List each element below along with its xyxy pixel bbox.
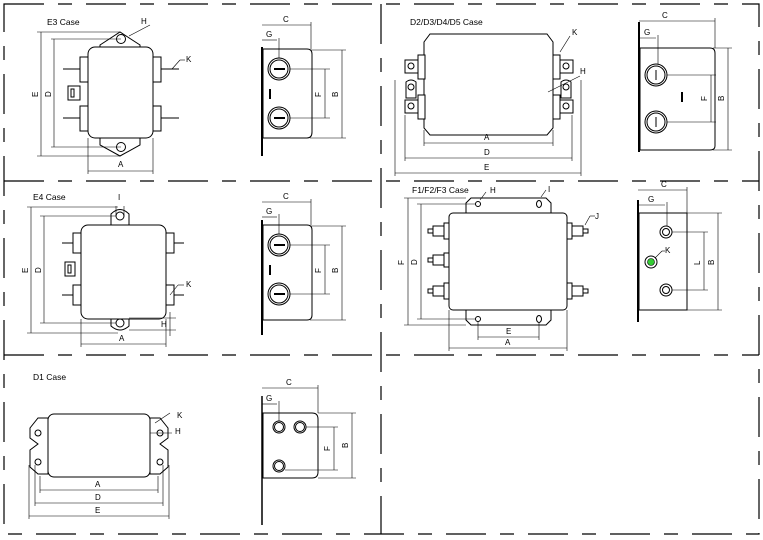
dim-label-g: G	[644, 28, 650, 37]
dim-label-h: H	[161, 320, 167, 329]
terminal-studs	[427, 222, 589, 300]
dim-label-h: H	[490, 186, 496, 195]
dim-label-k: K	[186, 55, 192, 64]
e4-case-side-view: C G F B	[261, 192, 346, 335]
dim-label-a: A	[95, 480, 101, 489]
dim-label-d: D	[95, 493, 101, 502]
dim-label-g: G	[266, 207, 272, 216]
grid-frame	[3, 3, 760, 535]
ground-terminal-green	[647, 258, 655, 266]
dim-label-f: F	[700, 96, 709, 101]
dim-label-a: A	[484, 133, 490, 142]
dim-label-d: D	[484, 148, 490, 157]
dim-label-b: B	[707, 260, 716, 265]
dim-label-f: F	[397, 260, 406, 265]
dim-label-l: L	[693, 260, 702, 265]
e3-case-side-view: C G F B	[261, 15, 346, 156]
dim-label-a: A	[118, 160, 124, 169]
dim-label-a: A	[119, 334, 125, 343]
dim-label-f: F	[314, 92, 323, 97]
dim-label-b: B	[331, 268, 340, 273]
dim-label-g: G	[266, 394, 272, 403]
dim-label-h: H	[141, 17, 147, 26]
e4-case-title: E4 Case	[33, 192, 66, 202]
d2-case-side-view: C G F B	[638, 11, 732, 152]
dim-label-e: E	[21, 268, 30, 273]
dim-label-d: D	[34, 267, 43, 273]
dim-label-c: C	[286, 378, 292, 387]
dim-label-b: B	[331, 92, 340, 97]
dim-label-c: C	[661, 180, 667, 189]
d2-case-title: D2/D3/D4/D5 Case	[410, 17, 483, 27]
dim-label-i: I	[548, 185, 550, 194]
f1-case-side-view: K C G L B	[637, 180, 722, 322]
dim-label-e: E	[95, 506, 100, 515]
dim-label-h: H	[580, 67, 586, 76]
dim-label-h: H	[175, 427, 181, 436]
dim-label-d: D	[410, 259, 419, 265]
dim-label-f: F	[314, 268, 323, 273]
f1-case-title: F1/F2/F3 Case	[412, 185, 469, 195]
d1-case-front-view: D1 Case K H A D E	[28, 372, 183, 519]
dim-label-f: F	[323, 446, 332, 451]
dim-label-i: I	[118, 193, 120, 202]
d1-case-side-view: C G F B	[261, 378, 356, 525]
e4-case-front-view: E4 Case I E D K H A	[21, 192, 192, 347]
dim-label-k: K	[177, 411, 183, 420]
dim-label-k: K	[572, 28, 578, 37]
d1-case-title: D1 Case	[33, 372, 66, 382]
dim-label-a: A	[505, 338, 511, 347]
dim-label-k: K	[665, 246, 671, 255]
dim-label-c: C	[662, 11, 668, 20]
e3-case-front-view: E3 Case H K E D A	[31, 17, 192, 174]
dim-label-e: E	[506, 327, 511, 336]
d2-case-front-view: D2/D3/D4/D5 Case K H A D E	[394, 17, 586, 176]
dim-label-g: G	[648, 195, 654, 204]
dim-label-e: E	[31, 92, 40, 97]
dim-label-b: B	[341, 443, 350, 448]
dim-label-c: C	[283, 192, 289, 201]
f1-case-front-view: F1/F2/F3 Case H I J F D E A	[397, 185, 599, 351]
dim-label-k: K	[186, 280, 192, 289]
dim-label-g: G	[266, 30, 272, 39]
dim-label-j: J	[595, 212, 599, 221]
dim-label-e: E	[484, 163, 489, 172]
dim-label-c: C	[283, 15, 289, 24]
dim-label-d: D	[44, 91, 53, 97]
e3-case-title: E3 Case	[47, 17, 80, 27]
dim-label-b: B	[717, 96, 726, 101]
